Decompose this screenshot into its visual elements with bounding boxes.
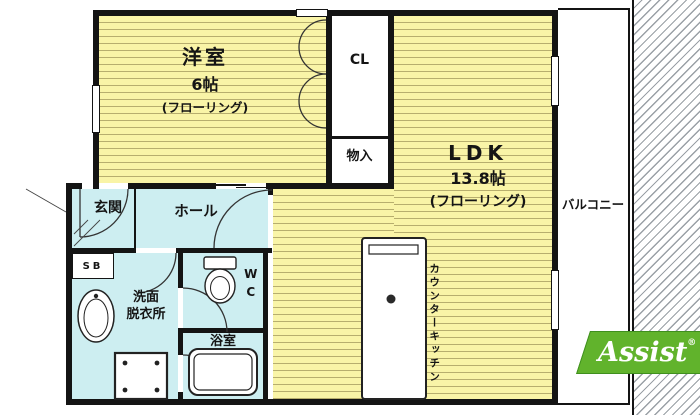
wall-segment [326, 10, 332, 189]
storage-label: 物入 [346, 149, 373, 164]
wall-segment [128, 183, 216, 189]
wall-segment [268, 183, 273, 195]
wall-segment [388, 10, 394, 189]
wall-segment [552, 10, 558, 405]
entrance-outside-line [25, 188, 67, 213]
assist-logo: Assist® [576, 331, 700, 374]
hall-label: ホール [174, 204, 218, 220]
wall-segment [263, 248, 268, 405]
kitchen-label: カウンターキッチン [428, 263, 441, 385]
wall-segment [266, 183, 394, 189]
shoe-box-label: SB [82, 260, 104, 272]
ldk-name: LDK [448, 141, 508, 165]
shoe-box: SB [72, 253, 114, 279]
western-room-floor: (フローリング) [161, 100, 249, 115]
ldk-floor: (フローリング) [429, 194, 527, 210]
wall-segment [66, 185, 72, 405]
balcony-railing [628, 8, 630, 405]
bathroom-label: 浴室 [209, 334, 236, 349]
balcony-edge-top [558, 8, 630, 10]
room-entrance [72, 189, 134, 248]
sliding-door-icon [216, 183, 266, 189]
wall-segment [66, 183, 82, 189]
room-storage [331, 139, 388, 183]
assist-logo-word: Assist [598, 337, 688, 368]
balcony-edge-bottom [558, 403, 630, 405]
ldk-size: 13.8帖 [450, 169, 506, 188]
wall-segment [178, 328, 268, 333]
entrance-label: 玄関 [94, 200, 122, 216]
wall-segment [66, 399, 558, 405]
room-closet [331, 16, 388, 136]
entrance-hall-step-line [134, 189, 136, 248]
balcony-door-icon [551, 270, 559, 330]
window-icon [92, 85, 100, 133]
wall-segment [331, 136, 388, 139]
wc-label: WC [243, 267, 258, 303]
assist-logo-text: Assist® [584, 337, 697, 368]
western-room-size: 6帖 [191, 75, 219, 94]
wall-segment [176, 248, 272, 253]
registered-mark: ® [687, 338, 697, 348]
washroom-label-line1: 洗面 [132, 290, 159, 305]
balcony-label: バルコニー [561, 197, 625, 212]
washroom-label-line2: 脱衣所 [126, 307, 166, 322]
room-ldk-kitchen-area [273, 189, 394, 399]
balcony-door-icon [551, 56, 559, 106]
wall-segment [178, 332, 183, 355]
wall-segment [178, 392, 183, 405]
room-western [99, 16, 326, 183]
window-icon [296, 9, 328, 17]
wall-segment [66, 248, 136, 253]
western-room-name: 洋室 [182, 45, 228, 69]
wall-segment [178, 248, 183, 288]
closet-label: CL [349, 52, 370, 68]
